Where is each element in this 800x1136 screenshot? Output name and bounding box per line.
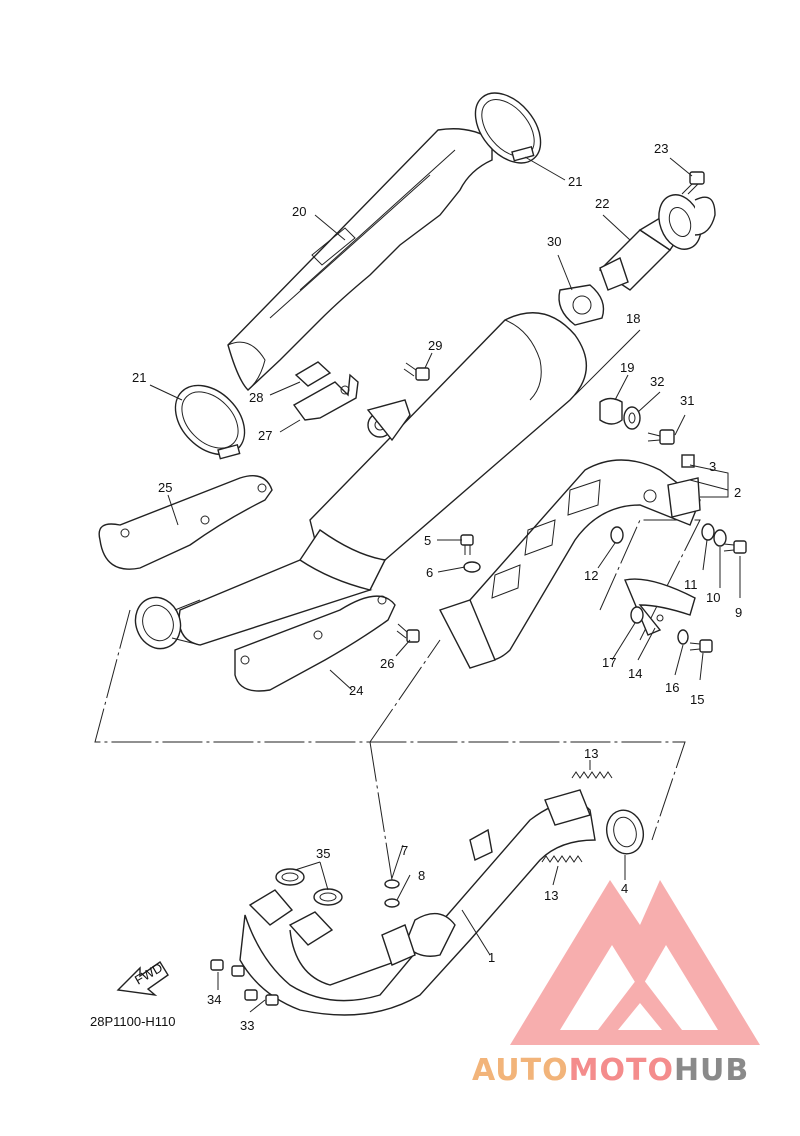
callout-15: 15 [690, 692, 704, 707]
callout-22: 22 [595, 196, 609, 211]
collar-32 [623, 406, 641, 430]
callout-18: 18 [626, 311, 640, 326]
watermark-text: AUTOMOTOHUB [472, 1053, 749, 1088]
callout-20: 20 [292, 204, 306, 219]
washer-16 [677, 629, 689, 645]
callout-34: 34 [207, 992, 221, 1007]
muffler [178, 312, 588, 646]
callout-6: 6 [426, 565, 433, 580]
callout-12: 12 [584, 568, 598, 583]
pipe-shield-24 [234, 595, 396, 692]
grommet-12 [610, 526, 624, 544]
callout-21-lower: 21 [132, 370, 146, 385]
bolt-23 [681, 171, 705, 195]
callout-8: 8 [418, 868, 425, 883]
callout-25: 25 [158, 480, 172, 495]
callout-24: 24 [349, 683, 363, 698]
bolt-9 [723, 540, 747, 554]
fwd-arrow-icon: FWD [116, 960, 169, 997]
callout-4: 4 [621, 881, 628, 896]
callout-2: 2 [734, 485, 741, 500]
callout-30: 30 [547, 234, 561, 249]
bolt-15 [689, 639, 713, 653]
clamp-band-upper [474, 92, 542, 164]
callout-14: 14 [628, 666, 642, 681]
watermark-logo [510, 880, 760, 1045]
spring-13-upper [571, 771, 613, 779]
washer-11 [701, 523, 715, 541]
plate-2 [667, 477, 701, 518]
watermark-moto: MOTO [569, 1053, 674, 1088]
callout-13-lower: 13 [544, 888, 558, 903]
tail-pipe [598, 194, 716, 291]
callout-19: 19 [620, 360, 634, 375]
bolt-5 [460, 534, 474, 555]
callout-17: 17 [602, 655, 616, 670]
callout-labels: 1 2 3 4 5 6 7 8 9 10 11 12 13 13 14 15 1… [132, 141, 742, 1033]
washer-8 [384, 898, 400, 908]
part-code: 28P1100-H110 [90, 1014, 176, 1029]
callout-9: 9 [735, 605, 742, 620]
bolt-31 [647, 429, 675, 445]
bolt-29 [403, 362, 430, 381]
callout-1: 1 [488, 950, 495, 965]
pipe-shield-25 [98, 475, 273, 570]
washer-17 [630, 606, 644, 624]
callout-23: 23 [654, 141, 668, 156]
gaskets-35 [275, 868, 343, 906]
watermark-hub: HUB [674, 1053, 749, 1088]
callout-28: 28 [249, 390, 263, 405]
callout-26: 26 [380, 656, 394, 671]
heat-shield [227, 128, 493, 391]
bolt-26 [396, 623, 420, 643]
callout-16: 16 [665, 680, 679, 695]
gasket-30 [558, 284, 605, 326]
callout-35: 35 [316, 846, 330, 861]
damper-19 [599, 397, 623, 425]
callout-13-upper: 13 [584, 746, 598, 761]
muffler-bracket [439, 459, 701, 669]
callout-32: 32 [650, 374, 664, 389]
leader-lines [149, 156, 741, 1013]
callout-31: 31 [680, 393, 694, 408]
nut-3 [681, 454, 695, 468]
callout-11: 11 [684, 577, 698, 592]
protector-14 [624, 578, 696, 636]
washer-7 [384, 879, 400, 889]
joint-pipe [134, 596, 201, 650]
exhaust-flanges [248, 889, 334, 946]
gasket-4 [606, 809, 644, 855]
callout-27: 27 [258, 428, 272, 443]
nuts-33 [244, 989, 279, 1006]
callout-5: 5 [424, 533, 431, 548]
exhaust-pipe-1 [239, 789, 596, 1016]
callout-29: 29 [428, 338, 442, 353]
washer-10 [713, 529, 727, 547]
callout-33: 33 [240, 1018, 254, 1033]
callout-21-upper: 21 [568, 174, 582, 189]
bracket-27 [292, 373, 359, 421]
nuts-34 [210, 959, 245, 977]
callout-7: 7 [401, 843, 408, 858]
callout-10: 10 [706, 590, 720, 605]
clamp-band-lower [174, 384, 246, 460]
watermark-auto: AUTO [472, 1053, 569, 1088]
callout-3: 3 [709, 459, 716, 474]
assembly-boundary [94, 519, 701, 881]
washer-6 [463, 561, 481, 573]
spring-13-lower [541, 855, 583, 863]
damper-28 [294, 361, 332, 387]
svg-text:AUTOMOTOHUB: AUTOMOTOHUB [472, 1053, 749, 1088]
